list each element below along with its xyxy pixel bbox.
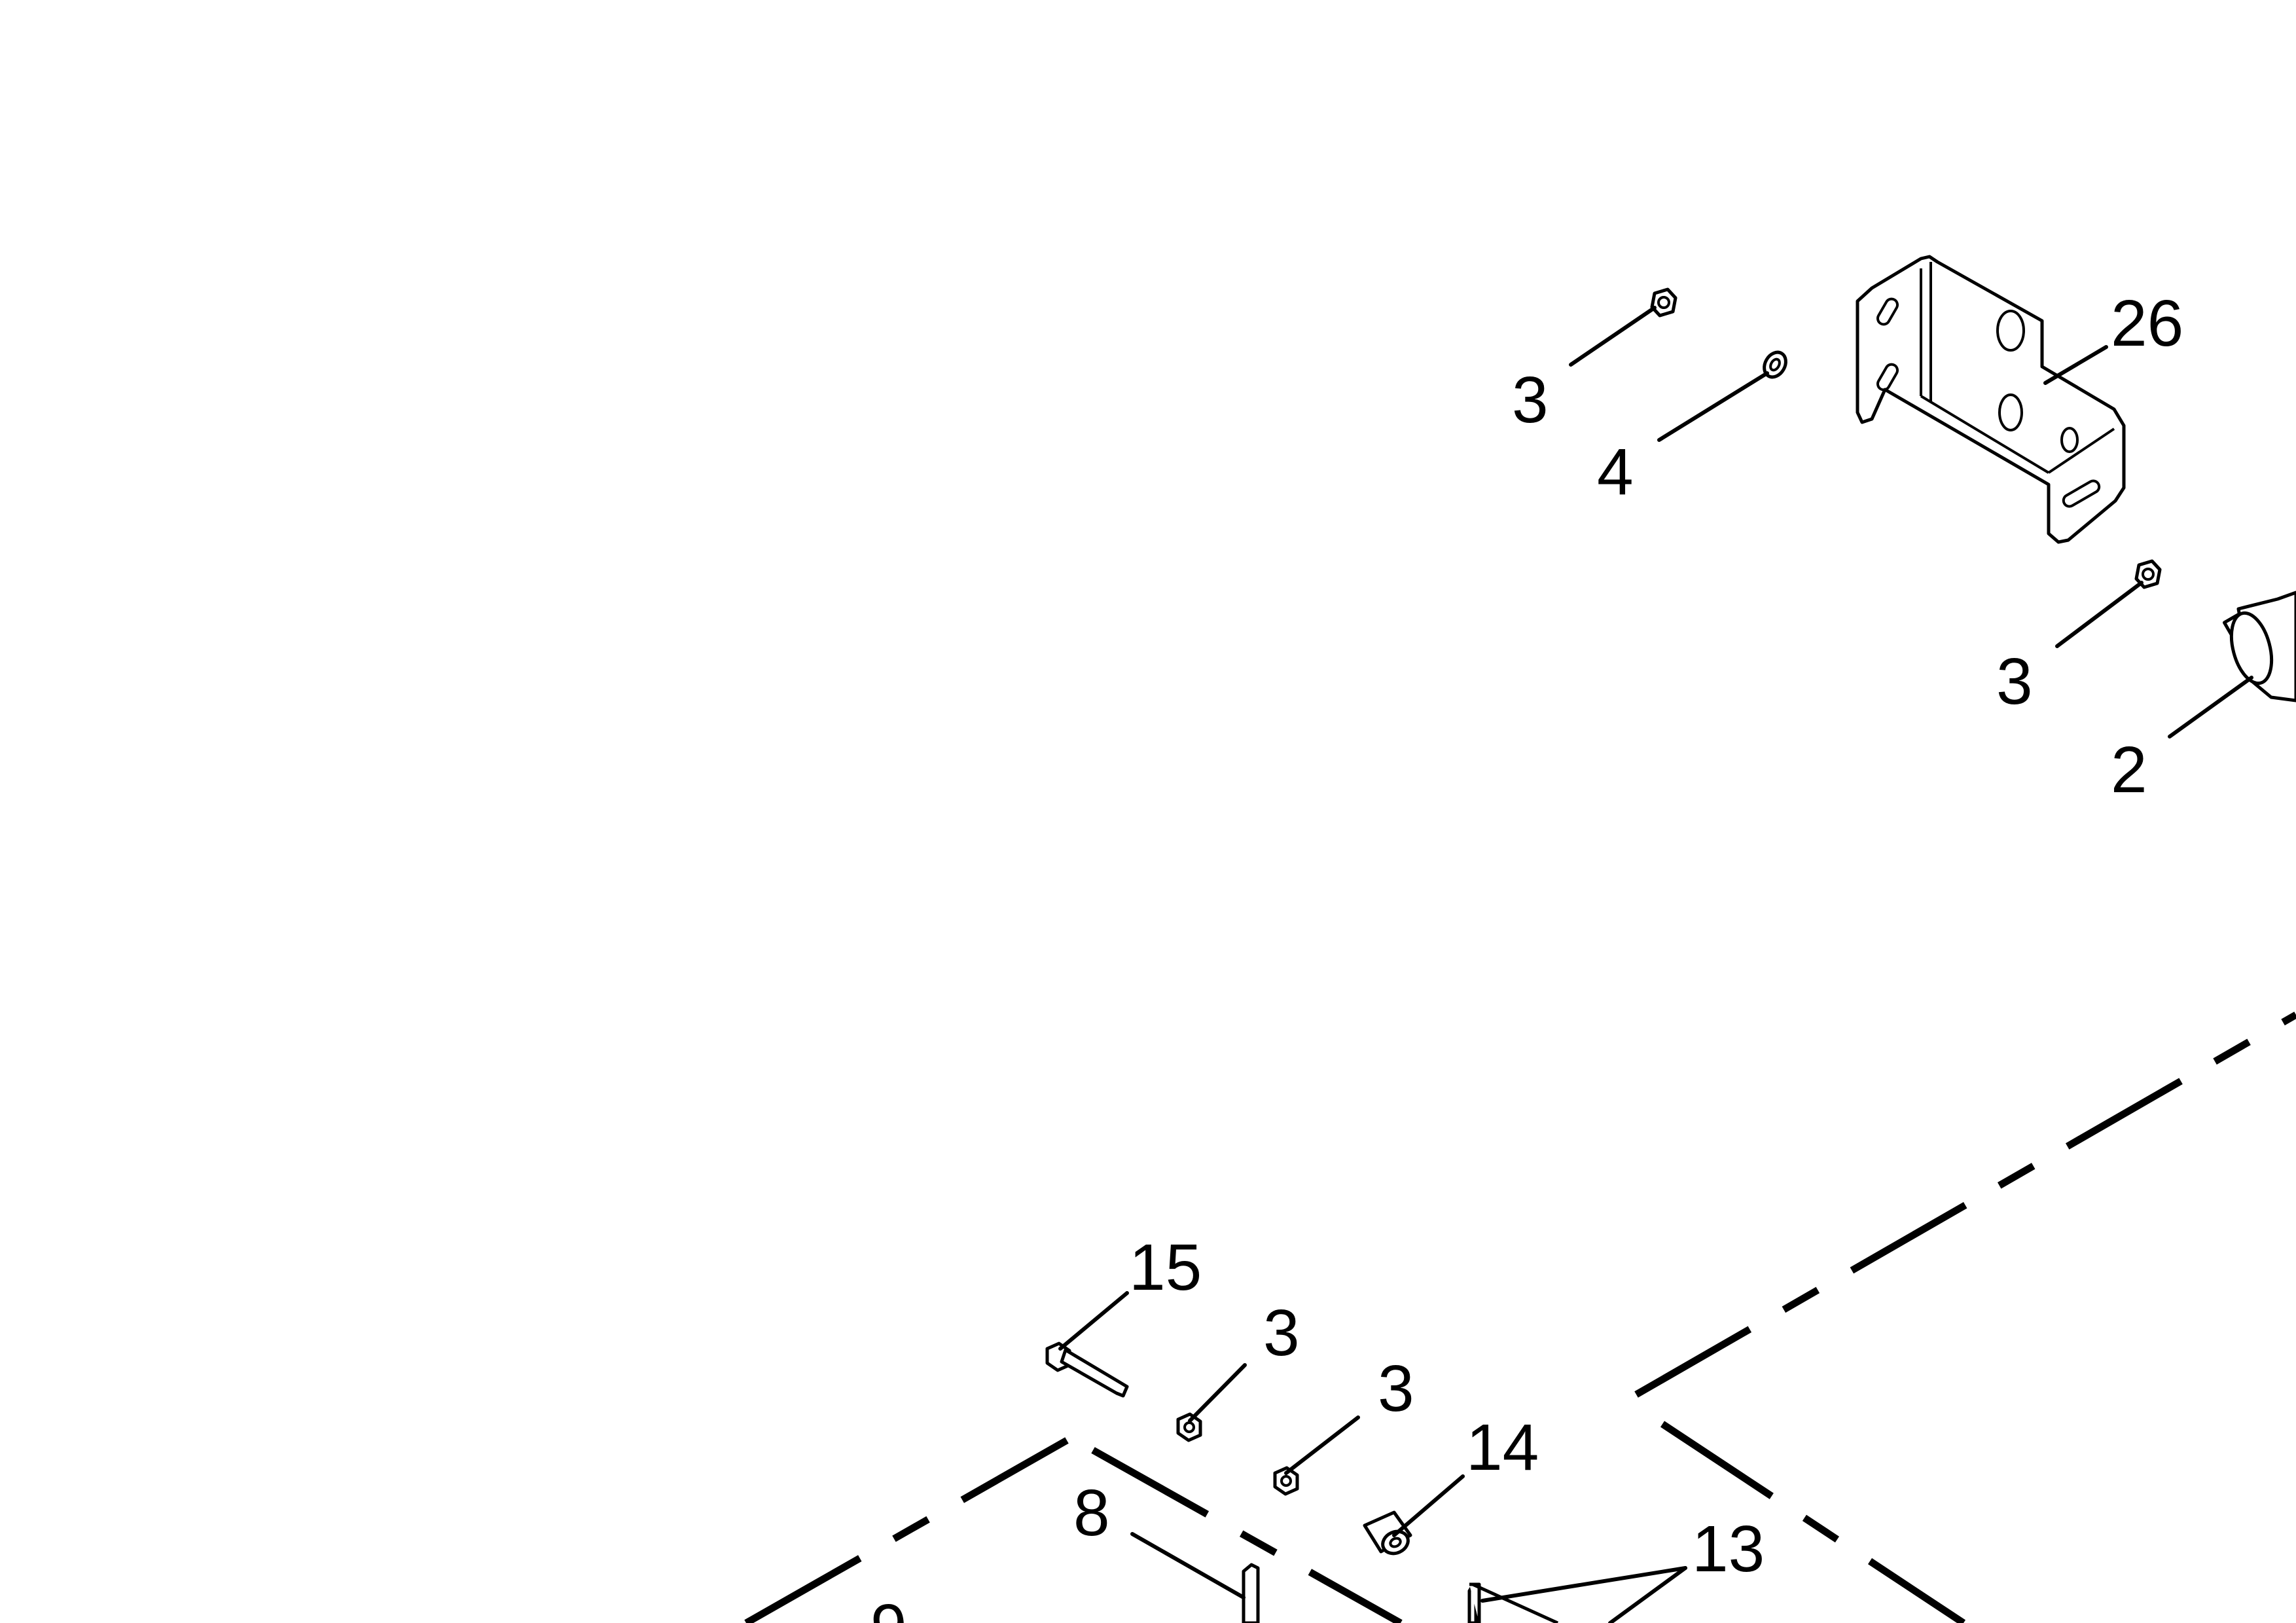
leader-nut-top-left	[1569, 306, 1657, 367]
hex-nut-icon	[1273, 1466, 1299, 1496]
callout-isolator: 2	[2111, 733, 2147, 807]
leader-spacer	[1392, 1474, 1465, 1537]
leader-nut-lower-1	[1188, 1363, 1247, 1423]
callout-clip: 8	[1073, 1476, 1110, 1550]
callout-spacer: 14	[1466, 1411, 1539, 1484]
clip-icon	[1242, 1563, 1260, 1623]
hex-nut-icon	[1176, 1412, 1202, 1442]
washer-icon	[1763, 350, 1787, 379]
leader-pin-end	[1608, 1566, 1687, 1623]
hex-nut-icon	[1650, 287, 1677, 318]
callout-partial-bottom: 9	[870, 1591, 907, 1623]
callout-bracket: 26	[2111, 287, 2183, 360]
leader-washer	[1657, 371, 1769, 442]
callout-nut-lower-1: 3	[1263, 1296, 1300, 1370]
isolator-icon	[2223, 591, 2296, 702]
spacer-icon	[1363, 1510, 1412, 1556]
callout-washer: 4	[1597, 435, 1634, 509]
leader-nut-right	[2055, 581, 2144, 648]
callout-pin: 13	[1692, 1512, 1765, 1586]
bolt-icon	[1045, 1341, 1129, 1398]
pin-icon	[1467, 1582, 1559, 1623]
leader-bolt	[1058, 1291, 1129, 1351]
callout-nut-lower-2: 3	[1378, 1352, 1414, 1425]
phantom-lines	[744, 1012, 2296, 1623]
callout-nut-top-left: 3	[1512, 363, 1549, 437]
leader-isolator	[2168, 676, 2253, 739]
hex-nut-icon	[2134, 559, 2162, 589]
leader-nut-lower-2	[1284, 1415, 1360, 1475]
callout-bolt: 15	[1129, 1231, 1202, 1304]
bracket-icon	[1856, 255, 2126, 544]
leader-clip	[1130, 1532, 1246, 1599]
leader-bracket	[2043, 345, 2108, 385]
callout-nut-right: 3	[1996, 645, 2033, 718]
leader-pin	[1480, 1566, 1687, 1603]
